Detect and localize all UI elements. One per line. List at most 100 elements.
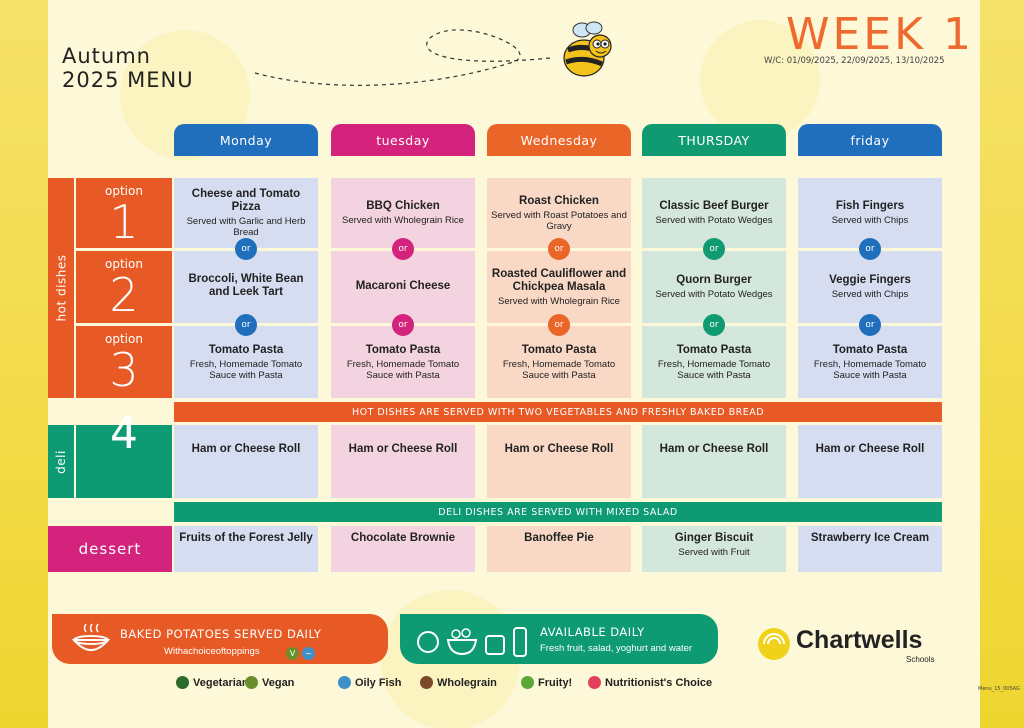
dish-name: Tomato Pasta	[365, 343, 441, 356]
dish-description: Fresh, Homemade Tomato Sauce with Pasta	[657, 358, 771, 381]
brand-sub: Schools	[906, 655, 935, 664]
dish-name: Chocolate Brownie	[350, 532, 456, 544]
fish-icon	[338, 676, 351, 689]
deli-label: deli	[48, 425, 74, 498]
dish-description: Fresh, Homemade Tomato Sauce with Pasta	[813, 358, 927, 381]
heart-icon	[588, 676, 601, 689]
menu-title: Autumn 2025 MENU	[62, 44, 194, 92]
or-badge: or	[235, 314, 257, 336]
dish-description: Served with Wholegrain Rice	[342, 215, 464, 226]
menu-cell-dessert-4: Strawberry Ice Cream	[798, 526, 942, 572]
brand-name: Chartwells	[796, 626, 923, 654]
dotted-flight-path	[254, 29, 551, 86]
dish-name: Fruits of the Forest Jelly	[179, 532, 313, 544]
chartwells-logo-icon	[758, 628, 790, 660]
deli-banner: DELI DISHES ARE SERVED WITH MIXED SALAD	[174, 502, 942, 522]
dish-name: Fish Fingers	[835, 200, 905, 212]
legend-label: Vegan	[262, 676, 295, 689]
menu-cell-option2-0: Broccoli, White Bean and Leek Tart	[174, 251, 318, 323]
legend-label: Fruity!	[538, 676, 573, 689]
vegan-icon	[245, 676, 258, 689]
dish-description: Served with Chips	[831, 215, 909, 226]
dish-name: Veggie Fingers	[829, 274, 911, 286]
day-header-thursday: THURSDAY	[642, 124, 786, 156]
week-title: WEEK 1	[786, 9, 974, 60]
legend-item: Vegan	[245, 676, 294, 689]
dish-name: Macaroni Cheese	[355, 279, 451, 292]
dish-name: Quorn Burger	[676, 274, 752, 286]
dish-description: Served with Potato Wedges	[655, 215, 773, 226]
hot-dishes-banner: HOT DISHES ARE SERVED WITH TWO VEGETABLE…	[174, 402, 942, 422]
baked-potatoes-title: BAKED POTATOES SERVED DAILY	[120, 627, 322, 641]
legend-item: Fruity!	[521, 676, 572, 689]
menu-cell-dessert-1: Chocolate Brownie	[331, 526, 475, 572]
week-commencing-dates: W/C: 01/09/2025, 22/09/2025, 13/10/2025	[764, 56, 945, 66]
dish-name: Ham or Cheese Roll	[504, 443, 614, 455]
dish-description: Served with Chips	[831, 289, 909, 300]
dish-name: Roasted Cauliflower and Chickpea Masala	[491, 267, 627, 293]
legend-label: Wholegrain	[437, 676, 497, 689]
dish-description: Fresh, Homemade Tomato Sauce with Pasta	[502, 358, 616, 381]
available-daily-panel: AVAILABLE DAILY Fresh fruit, salad, yogh…	[400, 614, 718, 664]
bg-circle	[700, 20, 820, 140]
dish-description: Served with Garlic and Herb Bread	[186, 216, 306, 238]
dish-description: Fresh, Homemade Tomato Sauce with Pasta	[189, 358, 303, 381]
menu-cell-dessert-0: Fruits of the Forest Jelly	[174, 526, 318, 572]
or-badge: or	[548, 314, 570, 336]
dish-name: Ham or Cheese Roll	[659, 443, 769, 455]
right-decor	[980, 0, 1024, 728]
day-header-tuesday: tuesday	[331, 124, 475, 156]
or-badge: or	[859, 314, 881, 336]
or-badge: or	[859, 238, 881, 260]
menu-code: Menu_15_005AG	[978, 686, 1020, 692]
legend-item: Nutritionist's Choice	[588, 676, 712, 689]
dish-name: Ham or Cheese Roll	[815, 443, 925, 455]
vegetarian-icon	[176, 676, 189, 689]
available-daily-title: AVAILABLE DAILY	[540, 625, 645, 639]
dish-name: Banoffee Pie	[524, 532, 594, 544]
day-header-monday: Monday	[174, 124, 318, 156]
dish-description: Served with Roast Potatoes and Gravy	[491, 209, 627, 232]
legend-label: Oily Fish	[355, 676, 402, 689]
wholegrain-icon	[420, 676, 433, 689]
dish-name: Cheese and Tomato Pizza	[191, 188, 301, 213]
day-header-wednesday: Wednesday	[487, 124, 631, 156]
fish-icon: ~	[302, 647, 315, 660]
menu-cell-deli-2: Ham or Cheese Roll	[487, 425, 631, 498]
dish-name: Ginger Biscuit	[674, 532, 754, 544]
baked-potato-icon	[71, 623, 111, 651]
left-decor	[0, 0, 48, 728]
dish-name: Strawberry Ice Cream	[810, 532, 930, 544]
legend-label: Nutritionist's Choice	[605, 676, 713, 689]
day-header-friday: friday	[798, 124, 942, 156]
legend-item: Vegetarian	[176, 676, 249, 689]
menu-cell-deli-1: Ham or Cheese Roll	[331, 425, 475, 498]
menu-cell-dessert-2: Banoffee Pie	[487, 526, 631, 572]
or-badge: or	[235, 238, 257, 260]
available-daily-sub: Fresh fruit, salad, yoghurt and water	[540, 643, 693, 654]
or-badge: or	[703, 314, 725, 336]
dish-name: Broccoli, White Bean and Leek Tart	[188, 273, 304, 298]
dish-description: Served with Potato Wedges	[655, 289, 773, 300]
menu-cell-option2-1: Macaroni Cheese	[331, 251, 475, 323]
dish-name: Tomato Pasta	[521, 343, 597, 356]
or-badge: or	[548, 238, 570, 260]
dish-description: Served with Fruit	[678, 547, 750, 558]
dish-name: Roast Chicken	[519, 194, 599, 207]
dish-name: Tomato Pasta	[832, 343, 908, 356]
dish-name: Tomato Pasta	[208, 343, 284, 356]
dessert-label: dessert	[48, 526, 172, 572]
